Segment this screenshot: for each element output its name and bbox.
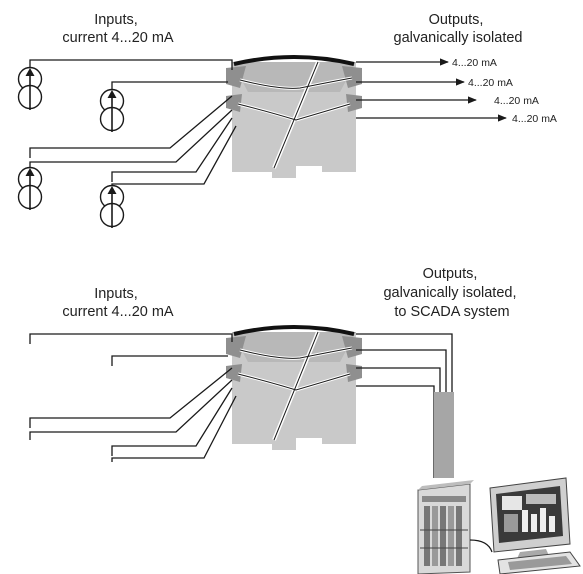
top-outputs-label: Outputs, galvanically isolated xyxy=(394,12,523,46)
cable-bundle xyxy=(434,392,454,478)
bottom-outputs-label: Outputs, galvanically isolated, to SCADA… xyxy=(383,266,520,320)
current-source-icon xyxy=(17,166,43,211)
current-source-icon xyxy=(17,66,43,111)
isolator-module-icon xyxy=(226,325,362,450)
top-diagram: Inputs, current 4...20 mA Outputs, galva… xyxy=(17,12,557,229)
top-output-values: 4...20 mA 4...20 mA 4...20 mA 4...20 mA xyxy=(452,57,557,125)
output-value: 4...20 mA xyxy=(512,113,557,125)
output-value: 4...20 mA xyxy=(452,57,497,69)
top-inputs-label: Inputs, current 4...20 mA xyxy=(62,12,174,46)
isolator-module-icon xyxy=(226,55,362,178)
scada-cabinet-icon xyxy=(417,480,474,574)
current-source-icon xyxy=(99,88,125,133)
computer-workstation-icon xyxy=(489,477,581,574)
top-output-wires xyxy=(356,58,507,122)
bottom-input-wires xyxy=(29,333,237,462)
top-input-wires xyxy=(29,59,237,188)
cabinet-link-cable xyxy=(469,539,493,553)
current-source-icon xyxy=(99,184,125,229)
output-value: 4...20 mA xyxy=(468,77,513,89)
bottom-diagram: Inputs, current 4...20 mA Outputs, galva… xyxy=(29,266,581,574)
bottom-inputs-label: Inputs, current 4...20 mA xyxy=(62,286,174,320)
output-value: 4...20 mA xyxy=(494,95,539,107)
